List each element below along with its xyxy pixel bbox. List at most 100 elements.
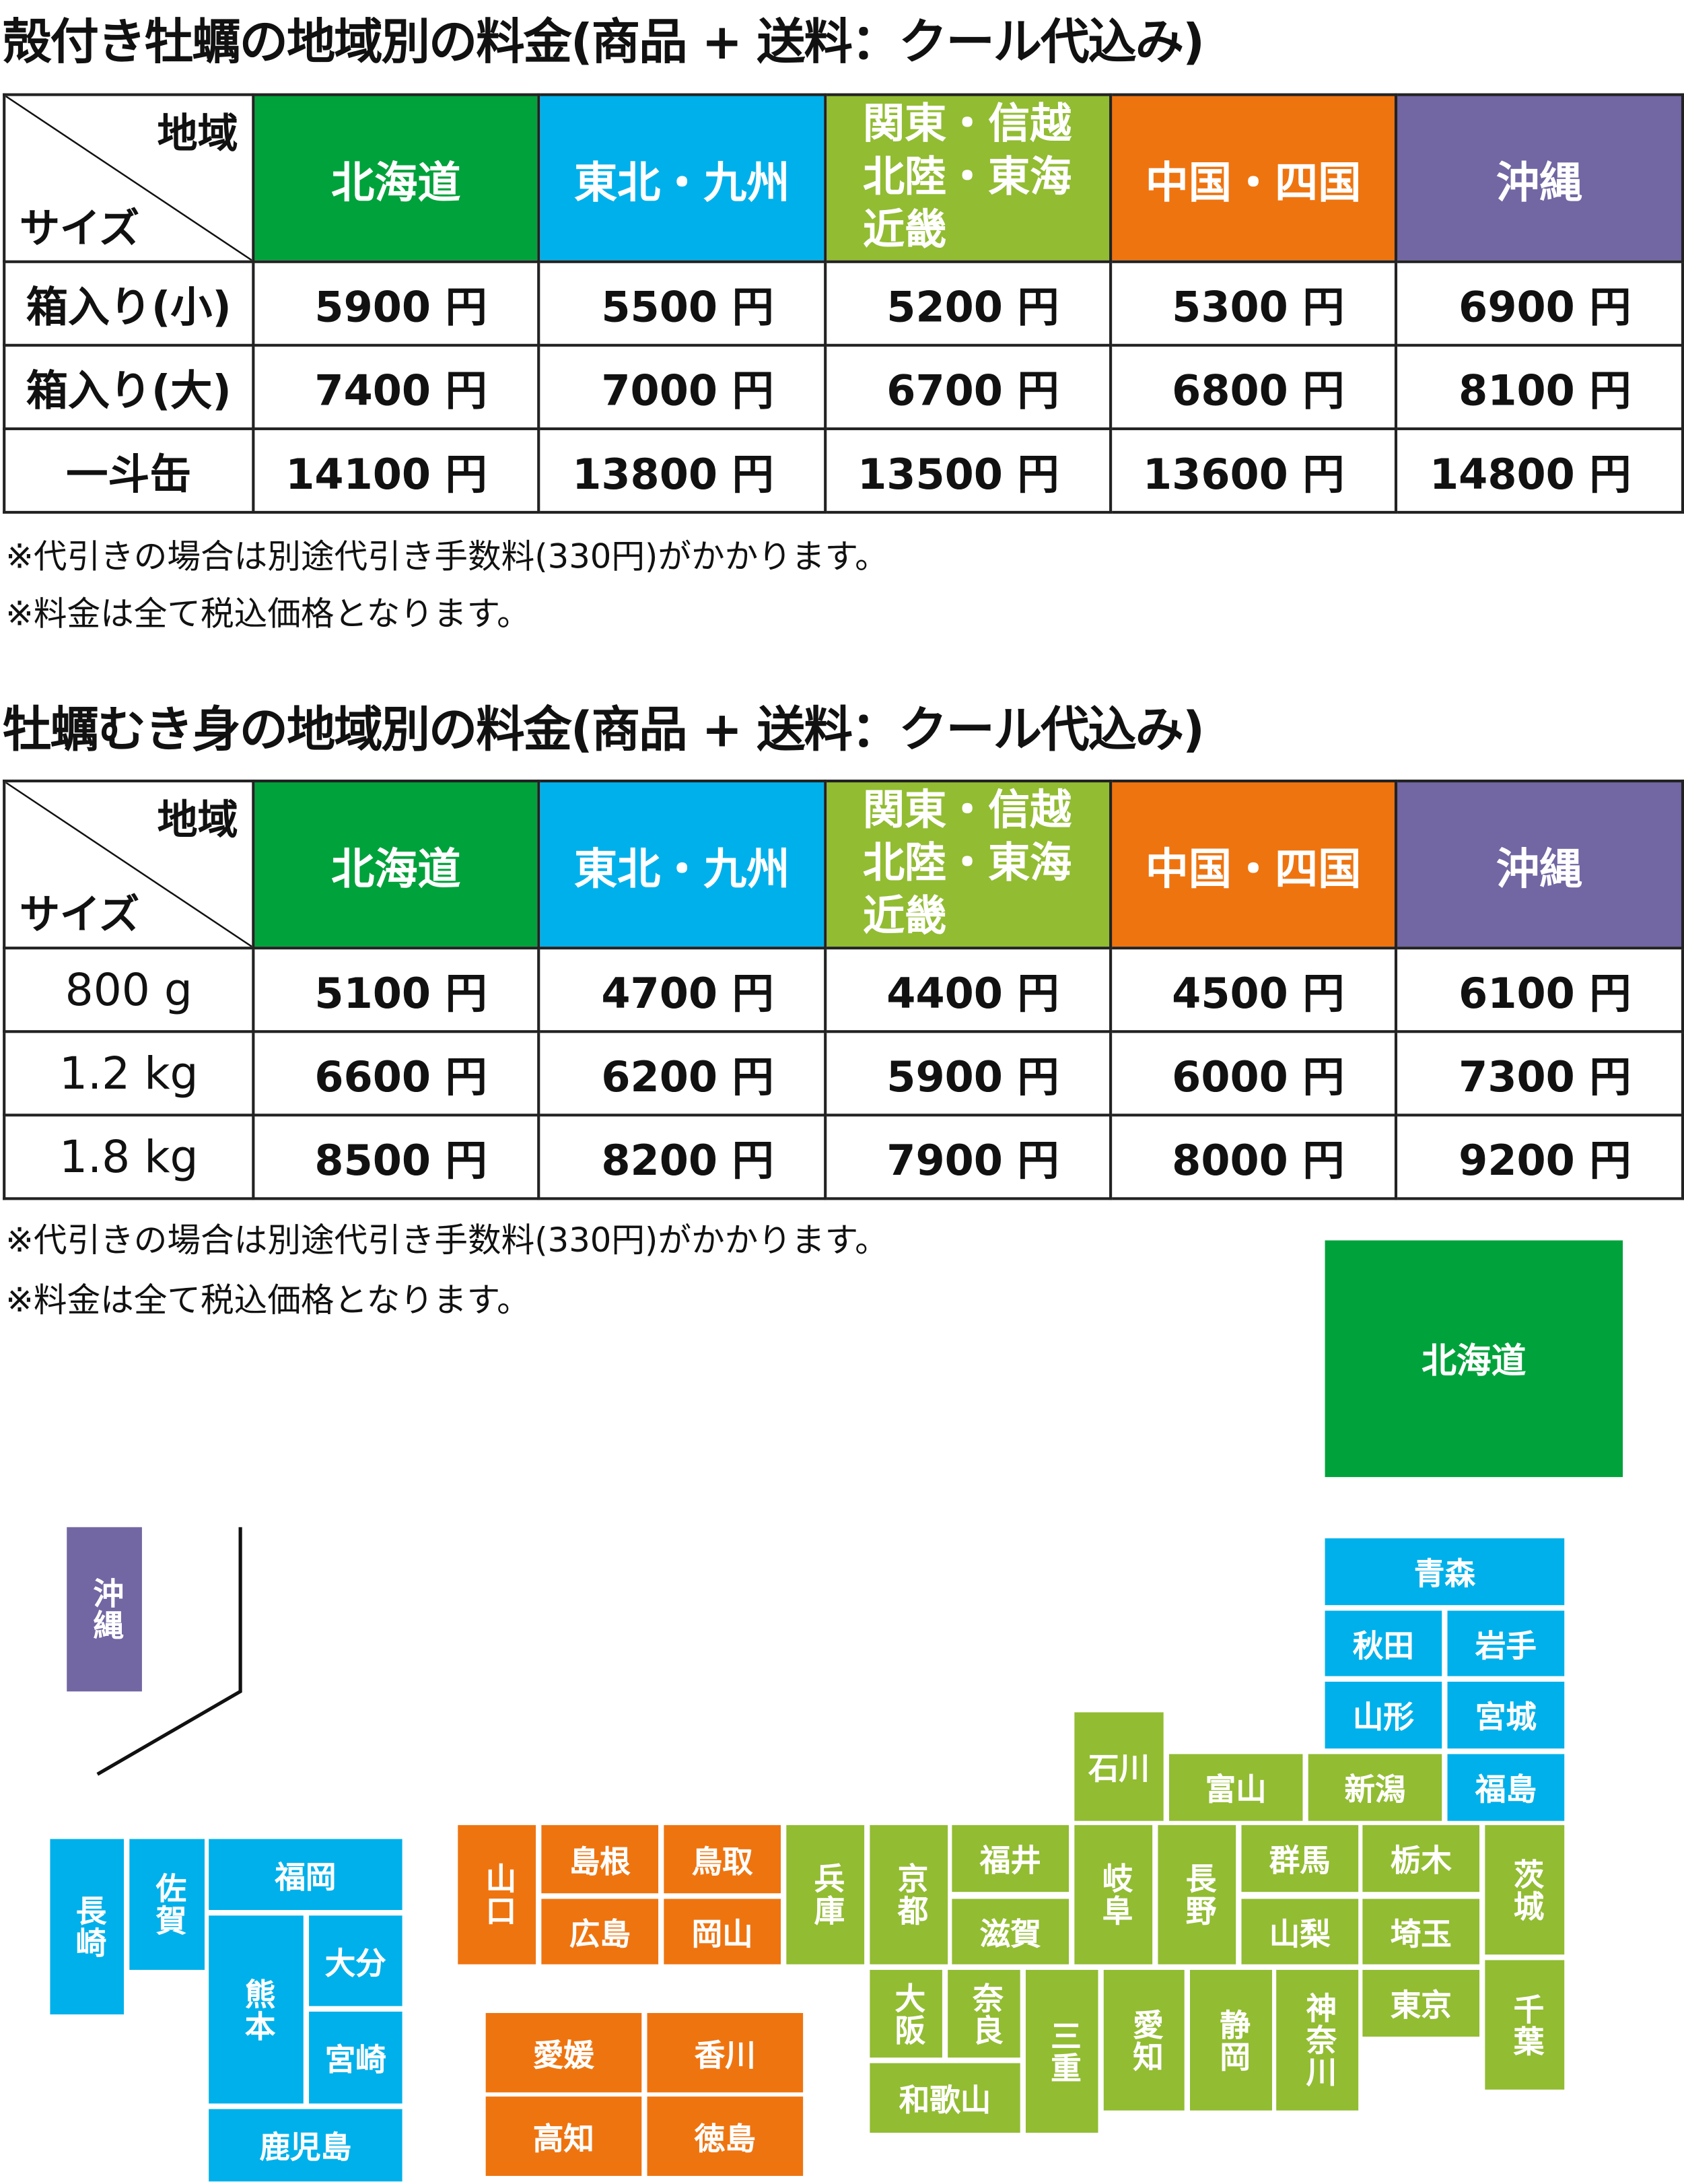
size-label: 1.8 kg [3, 1114, 255, 1200]
prefecture-35[interactable]: 大分 [309, 1915, 402, 2006]
prefecture-1[interactable]: 沖縄 [67, 1527, 142, 1692]
price-cell: 8200 円 [537, 1114, 827, 1200]
region-header-line: 近畿 [863, 892, 947, 941]
corner-size-label: サイズ [19, 891, 140, 939]
price-cell: 14100 円 [252, 427, 540, 514]
prefecture-8[interactable]: 石川 [1074, 1712, 1164, 1821]
table2-title: 牡蠣むき身の地域別の料金(商品 + 送料：クール代込み) [3, 703, 1205, 759]
prefecture-12[interactable]: 京都 [870, 1824, 948, 1965]
price-cell: 6100 円 [1394, 947, 1684, 1033]
region-header-line: 北海道 [331, 844, 461, 895]
header-row: 地域サイズ北海道東北・九州関東・信越北陸・東海近畿中国・四国沖縄 [3, 779, 1684, 950]
prefecture-46[interactable]: 徳島 [647, 2096, 804, 2176]
prefecture-9[interactable]: 富山 [1168, 1754, 1303, 1821]
prefecture-4[interactable]: 岩手 [1447, 1610, 1565, 1676]
price-cell: 5100 円 [252, 947, 540, 1033]
prefecture-31[interactable]: 長崎 [50, 1839, 125, 2015]
prefecture-29[interactable]: 神奈川 [1276, 1969, 1359, 2111]
prefecture-42[interactable]: 岡山 [664, 1899, 781, 1965]
prefecture-18[interactable]: 山梨 [1241, 1899, 1359, 1965]
size-label: 箱入り(小) [3, 260, 255, 347]
region-header-line: 北陸・東海 [863, 839, 1072, 889]
corner-cell: 地域サイズ [3, 93, 255, 263]
price-cell: 6600 円 [252, 1030, 540, 1117]
prefecture-23[interactable]: 大阪 [870, 1969, 942, 2058]
prefecture-20[interactable]: 埼玉 [1362, 1899, 1480, 1965]
prefecture-30[interactable]: 東京 [1362, 1969, 1480, 2037]
prefecture-24[interactable]: 奈良 [948, 1969, 1020, 2058]
prefecture-37[interactable]: 鹿児島 [209, 2109, 402, 2182]
price-cell: 6700 円 [824, 343, 1113, 430]
prefecture-15[interactable]: 岐阜 [1074, 1824, 1153, 1965]
prefecture-22[interactable]: 千葉 [1485, 1960, 1565, 2090]
prefecture-43[interactable]: 愛媛 [485, 2013, 642, 2092]
price-cell: 4700 円 [537, 947, 827, 1033]
price-cell: 6200 円 [537, 1030, 827, 1117]
prefecture-6[interactable]: 宮城 [1447, 1681, 1565, 1749]
price-cell: 13500 円 [824, 427, 1113, 514]
prefecture-3[interactable]: 秋田 [1325, 1610, 1442, 1676]
prefecture-34[interactable]: 熊本 [209, 1915, 304, 2104]
price-cell: 5900 円 [252, 260, 540, 347]
prefecture-5[interactable]: 山形 [1325, 1681, 1442, 1749]
region-header: 中国・四国 [1109, 779, 1398, 950]
prefecture-0[interactable]: 北海道 [1325, 1240, 1623, 1477]
price-cell: 13800 円 [537, 427, 827, 514]
price-cell: 6800 円 [1109, 343, 1398, 430]
prefecture-36[interactable]: 宮崎 [309, 2011, 402, 2104]
oyster-shell-price-table: 地域サイズ 北海道 東北・九州関東・信越北陸・東海近畿中国・四国 沖縄箱入り(小)59… [3, 93, 1684, 514]
region-header: 東北・九州 [537, 779, 827, 950]
prefecture-21[interactable]: 茨城 [1485, 1824, 1565, 1955]
prefecture-41[interactable]: 広島 [541, 1899, 659, 1965]
region-header-line: 東北・九州 [573, 158, 790, 209]
prefecture-26[interactable]: 三重 [1025, 1969, 1098, 2133]
prefecture-2[interactable]: 青森 [1325, 1538, 1565, 1606]
corner-region-label: 地域 [157, 110, 238, 158]
region-header: 関東・信越北陸・東海近畿 [824, 93, 1113, 263]
corner-cell: 地域サイズ [3, 779, 255, 950]
price-cell: 5300 円 [1109, 260, 1398, 347]
prefecture-38[interactable]: 山口 [458, 1824, 536, 1965]
prefecture-14[interactable]: 滋賀 [952, 1899, 1069, 1965]
size-label: 800 g [3, 947, 255, 1033]
price-cell: 4500 円 [1109, 947, 1398, 1033]
prefecture-28[interactable]: 静岡 [1189, 1969, 1272, 2111]
diagonal-line [5, 782, 252, 947]
prefecture-27[interactable]: 愛知 [1103, 1969, 1185, 2111]
price-cell: 7400 円 [252, 343, 540, 430]
prefecture-10[interactable]: 新潟 [1308, 1754, 1442, 1821]
region-header: 関東・信越北陸・東海近畿 [824, 779, 1113, 950]
prefecture-40[interactable]: 鳥取 [664, 1824, 781, 1894]
prefecture-17[interactable]: 群馬 [1241, 1824, 1359, 1892]
prefecture-33[interactable]: 福岡 [209, 1839, 402, 1911]
prefecture-45[interactable]: 高知 [485, 2096, 642, 2176]
diagonal-line [5, 96, 252, 261]
price-cell: 7300 円 [1394, 1030, 1684, 1117]
region-header: 東北・九州 [537, 93, 827, 263]
price-cell: 5500 円 [537, 260, 827, 347]
table1-note-cod: ※代引きの場合は別途代引き手数料(330円)がかかります。 [5, 537, 888, 577]
prefecture-19[interactable]: 栃木 [1362, 1824, 1480, 1892]
price-cell: 5200 円 [824, 260, 1113, 347]
prefecture-7[interactable]: 福島 [1447, 1754, 1565, 1821]
prefecture-39[interactable]: 島根 [541, 1824, 659, 1894]
prefecture-16[interactable]: 長野 [1158, 1824, 1236, 1965]
region-header-line: 北海道 [331, 158, 461, 209]
region-header-line: 関東・信越 [863, 786, 1072, 835]
prefecture-13[interactable]: 福井 [952, 1824, 1069, 1892]
region-header: 中国・四国 [1109, 93, 1398, 263]
prefecture-11[interactable]: 兵庫 [786, 1824, 865, 1965]
price-cell: 6900 円 [1394, 260, 1684, 347]
region-header-line: 関東・信越 [863, 100, 1072, 149]
prefecture-32[interactable]: 佐賀 [129, 1839, 205, 1970]
region-header-line: 沖縄 [1496, 158, 1583, 209]
prefecture-25[interactable]: 和歌山 [870, 2063, 1020, 2133]
price-cell: 9200 円 [1394, 1114, 1684, 1200]
prefecture-44[interactable]: 香川 [647, 2013, 804, 2092]
